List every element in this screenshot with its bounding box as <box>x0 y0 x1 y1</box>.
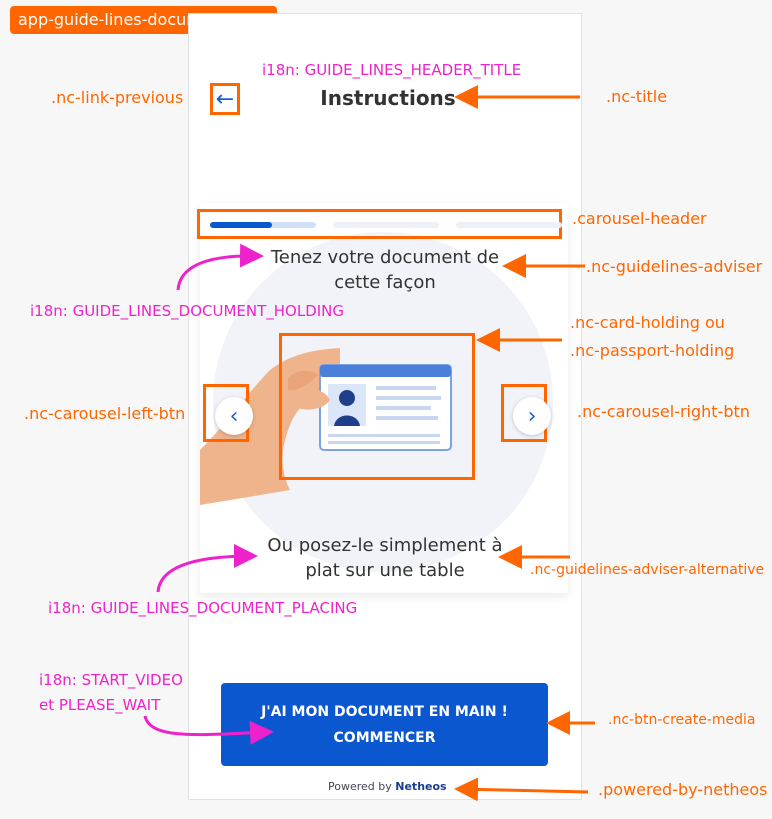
progress-segment-3 <box>456 222 562 228</box>
annotation-powered-by-netheos: .powered-by-netheos <box>598 780 768 799</box>
progress-segment-2 <box>333 222 439 228</box>
create-media-button[interactable]: J'AI MON DOCUMENT EN MAIN ! COMMENCER <box>221 683 548 766</box>
annotation-i18n-title: i18n: GUIDE_LINES_HEADER_TITLE <box>262 61 522 79</box>
chevron-left-icon: ‹ <box>229 403 239 429</box>
create-media-button-line2: COMMENCER <box>333 729 436 746</box>
carousel-left-btn[interactable]: ‹ <box>215 397 253 435</box>
guidelines-adviser-line2: cette façon <box>334 272 436 293</box>
annotation-nc-carousel-left-btn: .nc-carousel-left-btn <box>24 404 186 423</box>
card-holding-highlight <box>279 333 475 480</box>
card-holding-illustration <box>200 348 452 505</box>
annotation-nc-guidelines-adviser: .nc-guidelines-adviser <box>586 257 763 276</box>
carousel-header <box>197 209 562 239</box>
annotation-i18n-start-video: i18n: START_VIDEO <box>39 671 183 689</box>
guidelines-adviser-line1: Tenez votre document de <box>270 247 500 268</box>
back-link[interactable]: ← <box>210 83 240 115</box>
guidelines-alternative-line2: plat sur une table <box>305 560 465 581</box>
chevron-right-icon: › <box>527 403 537 429</box>
powered-by-netheos: Powered by Netheos <box>328 780 447 793</box>
annotation-nc-title: .nc-title <box>606 87 668 106</box>
guidelines-adviser-alternative: Ou posez-le simplement à plat sur une ta… <box>245 533 525 583</box>
annotation-nc-carousel-right-btn: .nc-carousel-right-btn <box>577 402 750 421</box>
annotation-nc-btn-create-media: .nc-btn-create-media <box>608 712 756 728</box>
powered-by-prefix: Powered by <box>328 780 392 793</box>
annotation-carousel-header: .carousel-header <box>572 209 707 228</box>
annotation-nc-card-holding: .nc-card-holding ou <box>570 313 725 332</box>
annotation-nc-guidelines-adviser-alternative: .nc-guidelines-adviser-alternative <box>530 562 765 578</box>
arrow-left-icon: ← <box>215 86 235 112</box>
progress-segment-1-fill <box>210 222 272 228</box>
annotation-nc-passport-holding: .nc-passport-holding <box>570 341 735 360</box>
annotation-nc-link-previous: .nc-link-previous <box>51 88 184 107</box>
annotation-i18n-holding: i18n: GUIDE_LINES_DOCUMENT_HOLDING <box>30 302 345 320</box>
guidelines-adviser: Tenez votre document de cette façon <box>250 245 520 295</box>
page-title: Instructions <box>320 86 456 110</box>
annotation-i18n-please-wait: et PLEASE_WAIT <box>39 696 161 714</box>
annotation-i18n-placing: i18n: GUIDE_LINES_DOCUMENT_PLACING <box>48 599 358 617</box>
powered-by-brand: Netheos <box>395 780 447 793</box>
create-media-button-line1: J'AI MON DOCUMENT EN MAIN ! <box>261 703 508 720</box>
guidelines-alternative-line1: Ou posez-le simplement à <box>267 535 503 556</box>
carousel-right-btn[interactable]: › <box>513 397 551 435</box>
